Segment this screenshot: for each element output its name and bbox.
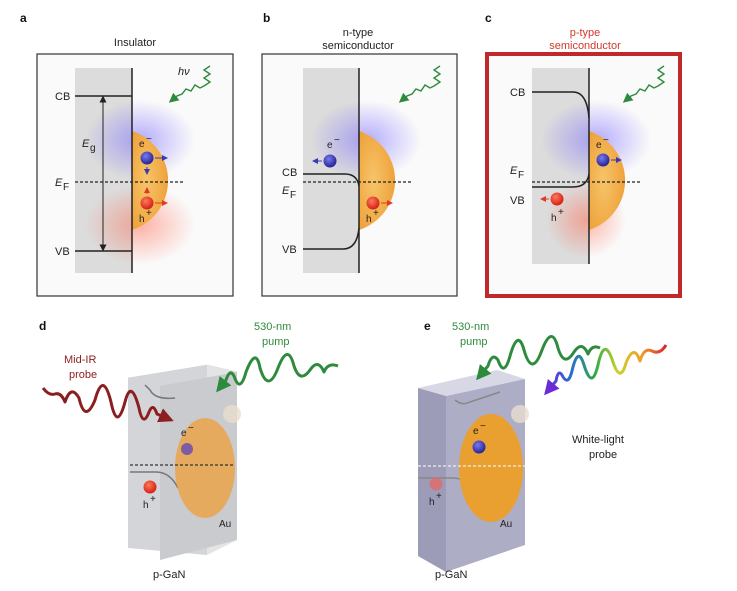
svg-text:+: +	[150, 494, 156, 505]
svg-text:−: −	[146, 134, 152, 145]
panel-a: a Insulator CB VB E g E F hν e − h +	[20, 11, 234, 297]
svg-text:+: +	[146, 208, 152, 219]
panel-a-hole-icon	[140, 196, 154, 210]
panel-b-ef-label: E	[282, 185, 290, 197]
panel-c-electron-label: e	[596, 140, 602, 151]
panel-a-hole-label: h	[139, 214, 145, 225]
panel-e-electron-label: e	[473, 426, 479, 437]
panel-b-electron-label: e	[327, 140, 333, 151]
panel-c-vb-label: VB	[510, 195, 525, 207]
panel-a-ef-label: E	[55, 177, 63, 189]
panel-b-letter: b	[263, 11, 270, 25]
panel-c-title-line1: p-type	[570, 27, 601, 39]
panel-d-metal-label: Au	[219, 519, 231, 530]
panel-e-probe-wave-icon	[544, 344, 668, 396]
panel-d-letter: d	[39, 319, 46, 333]
panel-c-photon-icon	[622, 65, 666, 103]
svg-text:+: +	[558, 207, 564, 218]
svg-text:−: −	[334, 135, 340, 146]
panel-d-hole-icon	[143, 480, 157, 494]
panel-a-vb-label: VB	[55, 246, 70, 258]
panel-d-pump-line1: 530-nm	[254, 321, 291, 333]
panel-d-substrate-label: p-GaN	[153, 569, 185, 581]
panel-d-pump-wave-icon	[216, 353, 339, 393]
panel-d-probe-wave-icon	[41, 384, 174, 423]
panel-b-electron-icon	[323, 154, 337, 168]
panel-e-pump-line1: 530-nm	[452, 321, 489, 333]
panel-c-hole-icon	[550, 192, 564, 206]
panel-e-pump-wave-icon	[476, 335, 601, 381]
panel-b-cb-label: CB	[282, 167, 297, 179]
svg-text:+: +	[373, 208, 379, 219]
panel-b-hole-icon	[366, 196, 380, 210]
panel-c-title-line2: semiconductor	[549, 40, 621, 52]
panel-c-gold-particle	[589, 131, 626, 230]
panel-d-pump-line2: pump	[262, 336, 290, 348]
panel-c-ef-sub: F	[518, 170, 524, 181]
panel-b-vb-label: VB	[282, 244, 297, 256]
panel-d-probe-line2: probe	[69, 369, 97, 381]
panel-a-eg-label: E	[82, 138, 90, 150]
panel-d: d e − h + Au p-GaN Mid-IR probe 530-nm p…	[39, 319, 339, 581]
panel-c-hole-label: h	[551, 213, 557, 224]
panel-d-electron-icon	[181, 443, 193, 455]
panel-b-ef-sub: F	[290, 190, 296, 201]
panel-c-electron-icon	[596, 153, 610, 167]
panel-b-photon-icon	[398, 65, 442, 103]
panel-e-probe-line2: probe	[589, 449, 617, 461]
panel-e-metal-label: Au	[500, 519, 512, 530]
panel-e-hole-label: h	[429, 497, 435, 508]
panel-b-title-line1: n-type	[343, 27, 374, 39]
panel-b: b n-type semiconductor CB VB E F e − h +	[261, 11, 458, 297]
panel-a-photon-icon	[168, 65, 212, 103]
panel-e-electron-icon	[472, 440, 486, 454]
panel-b-title-line2: semiconductor	[322, 40, 394, 52]
panel-a-letter: a	[20, 11, 27, 25]
svg-text:−: −	[480, 421, 486, 432]
panel-c-cb-label: CB	[510, 87, 525, 99]
panel-a-ef-sub: F	[63, 182, 69, 193]
panel-a-electron-icon	[140, 151, 154, 165]
panel-b-cb-line	[303, 173, 360, 187]
panel-e-probe-line1: White-light	[572, 434, 624, 446]
panel-e-gold-particle	[459, 414, 523, 522]
panel-d-probe-line1: Mid-IR	[64, 354, 96, 366]
panel-a-title: Insulator	[114, 37, 157, 49]
panel-d-gold-particle	[175, 418, 235, 518]
panel-b-vb-line	[303, 227, 360, 250]
panel-a-light-label: hν	[178, 66, 190, 78]
svg-text:−: −	[603, 135, 609, 146]
panel-e-block-top	[418, 370, 525, 396]
panel-a-electron-label: e	[139, 139, 145, 150]
panel-c-vb-line	[532, 173, 590, 188]
panel-e-letter: e	[424, 319, 431, 333]
panel-e-hole-icon	[429, 477, 443, 491]
panel-b-hole-label: h	[366, 214, 372, 225]
panel-e: e e − h + Au p-GaN 530-nm pump White-lig…	[418, 319, 668, 581]
panel-e-substrate-label: p-GaN	[435, 569, 467, 581]
svg-text:−: −	[188, 423, 194, 434]
panel-a-eg-sub: g	[90, 143, 96, 154]
svg-text:+: +	[436, 491, 442, 502]
panel-c: c p-type semiconductor CB VB E F e − h +	[485, 11, 682, 298]
panel-c-ef-label: E	[510, 165, 518, 177]
panel-c-letter: c	[485, 11, 492, 25]
panel-d-electron-label: e	[181, 428, 187, 439]
panel-e-pump-line2: pump	[460, 336, 488, 348]
panel-c-cb-line	[532, 91, 590, 119]
panel-d-hole-label: h	[143, 500, 149, 511]
panel-a-cb-label: CB	[55, 91, 70, 103]
